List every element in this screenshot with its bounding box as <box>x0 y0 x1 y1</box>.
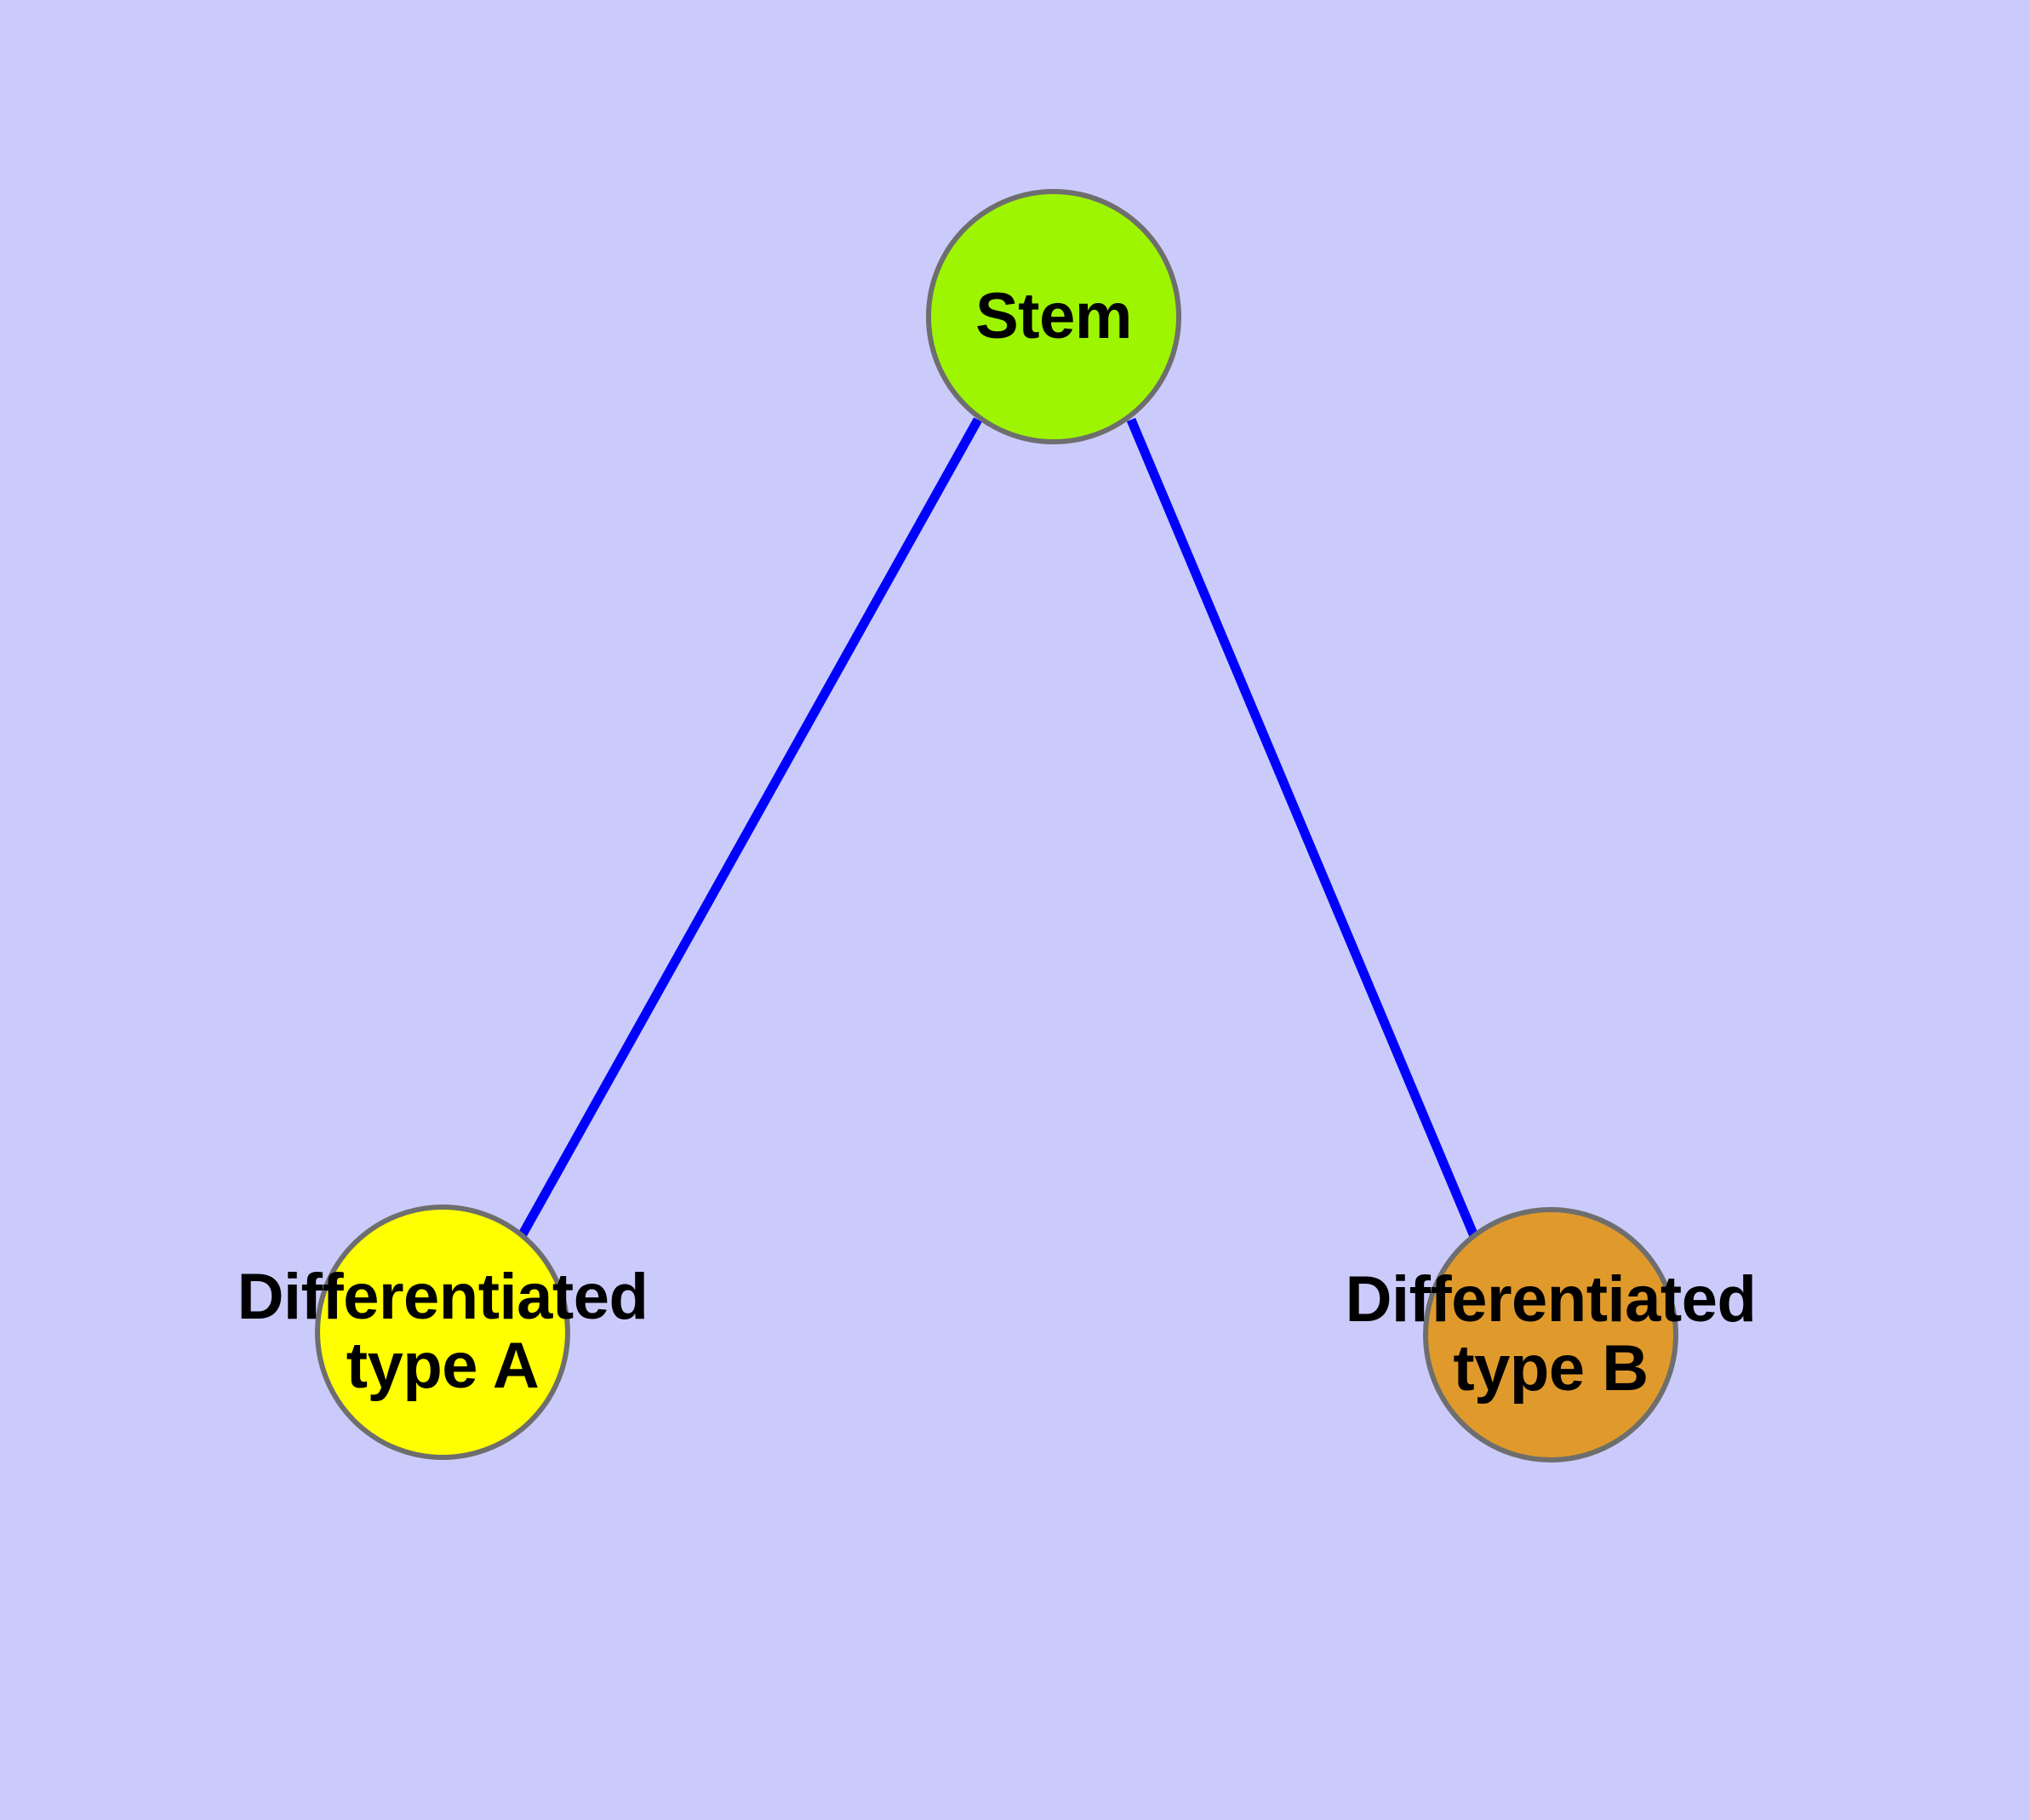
edge-stem-to-diff-a[interactable] <box>518 417 982 1237</box>
node-differentiated-type-b[interactable] <box>1423 1207 1678 1462</box>
node-stem[interactable] <box>926 189 1181 444</box>
edge-stem-to-diff-b[interactable] <box>1126 417 1479 1239</box>
node-differentiated-type-a[interactable] <box>315 1205 570 1460</box>
